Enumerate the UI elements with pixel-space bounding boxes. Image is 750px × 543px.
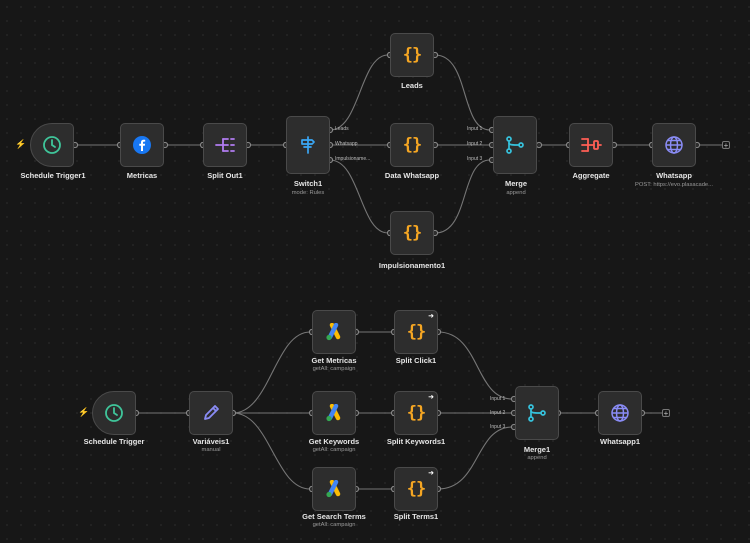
globe-icon (609, 402, 631, 424)
node-get-metricas[interactable] (312, 310, 356, 354)
google-ads-icon (323, 402, 345, 424)
merge-icon (526, 402, 548, 424)
node-schedule-trigger-1[interactable] (30, 123, 74, 167)
globe-icon (663, 134, 685, 156)
merge-input-label: Input 2 (490, 410, 506, 416)
node-split-terms-1[interactable]: ➜ {} (394, 467, 438, 511)
node-subtitle: manual (201, 447, 221, 453)
merge-input-label: Input 3 (467, 156, 483, 162)
clock-icon (41, 134, 63, 156)
node-subtitle: getAll: campaign (312, 522, 356, 528)
node-split-out-1[interactable] (203, 123, 247, 167)
clock-icon (103, 402, 125, 424)
node-subtitle: getAll: campaign (312, 447, 356, 453)
node-label: Impulsionamento1 (378, 261, 446, 270)
merge-input-label: Input 3 (490, 424, 506, 430)
node-label: Merge1 (523, 445, 551, 454)
node-label: Variáveis1 (192, 437, 230, 446)
aggregate-icon (580, 134, 602, 156)
trigger-bolt-icon: ⚡ (15, 139, 27, 149)
node-data-whatsapp[interactable]: {} (390, 123, 434, 167)
node-label: Split Keywords1 (386, 437, 446, 446)
merge-input-label: Input 1 (490, 396, 506, 402)
node-label: Split Out1 (207, 171, 243, 180)
wire-switch-leads (329, 54, 389, 131)
node-subtitle: append (506, 190, 526, 196)
switch-output-label: Whatsapp (335, 141, 358, 147)
node-subtitle: getAll: campaign (312, 366, 356, 372)
wire-splitclick-merge1 (437, 331, 513, 400)
node-label: Switch1 (293, 179, 323, 188)
node-schedule-trigger[interactable] (92, 391, 136, 435)
node-merge-1[interactable] (515, 386, 559, 440)
node-label: Get Keywords (308, 437, 360, 446)
code-braces-icon: {} (402, 223, 422, 243)
node-subtitle: append (527, 455, 547, 461)
node-whatsapp[interactable] (652, 123, 696, 167)
node-get-keywords[interactable] (312, 391, 356, 435)
node-variaveis-1[interactable] (189, 391, 233, 435)
node-subtitle: mode: Rules (291, 190, 325, 196)
split-out-icon (214, 134, 236, 156)
node-label: Schedule Trigger1 (20, 171, 86, 180)
code-braces-icon: {} (402, 135, 422, 155)
manual-arrow-icon: ➜ (428, 313, 434, 320)
trigger-bolt-icon: ⚡ (78, 407, 90, 417)
manual-arrow-icon: ➜ (428, 394, 434, 401)
add-node-button[interactable]: + (662, 409, 670, 418)
node-leads[interactable]: {} (390, 33, 434, 77)
manual-arrow-icon: ➜ (428, 470, 434, 477)
code-braces-icon: {} (402, 45, 422, 65)
switch-output-label: Leads (335, 126, 349, 132)
node-label: Get Search Terms (302, 512, 366, 521)
node-get-search-terms[interactable] (312, 467, 356, 511)
merge-input-label: Input 2 (467, 141, 483, 147)
node-label: Leads (401, 81, 423, 90)
node-label: Split Terms1 (393, 512, 439, 521)
node-metricas[interactable] (120, 123, 164, 167)
switch-output-label: Impulsioname... (335, 156, 371, 162)
code-braces-icon: {} (406, 479, 426, 499)
node-merge[interactable] (493, 116, 537, 174)
node-label: Schedule Trigger (83, 437, 145, 446)
node-aggregate[interactable] (569, 123, 613, 167)
node-label: Data Whatsapp (384, 171, 440, 180)
node-split-keywords-1[interactable]: ➜ {} (394, 391, 438, 435)
node-label: Whatsapp1 (599, 437, 640, 446)
node-subtitle: POST: https://evo.plasacade... (635, 182, 713, 188)
merge-input-label: Input 1 (467, 126, 483, 132)
wire-variaveis-getsearch (232, 412, 311, 490)
node-whatsapp-1[interactable] (598, 391, 642, 435)
node-label: Metricas (126, 171, 158, 180)
node-label: Merge (504, 179, 528, 188)
node-label: Whatsapp (656, 171, 692, 180)
code-braces-icon: {} (406, 403, 426, 423)
node-label: Aggregate (572, 171, 610, 180)
node-impulsionamento-1[interactable]: {} (390, 211, 434, 255)
wire-switch-impulsionamento (329, 159, 389, 234)
wire-impulsionamento-merge (434, 159, 491, 234)
code-braces-icon: {} (406, 322, 426, 342)
node-label: Get Metricas (311, 356, 357, 365)
wire-splitterms-merge1 (437, 426, 513, 490)
wire-leads-merge (434, 54, 491, 131)
add-node-button[interactable]: + (722, 141, 730, 150)
node-switch-1[interactable] (286, 116, 330, 174)
merge-icon (504, 134, 526, 156)
google-ads-icon (323, 478, 345, 500)
pencil-icon (200, 402, 222, 424)
facebook-icon (131, 134, 153, 156)
node-label: Split Click1 (395, 356, 437, 365)
google-ads-icon (323, 321, 345, 343)
wire-variaveis-getmetricas (232, 331, 311, 414)
switch-icon (297, 134, 319, 156)
node-split-click-1[interactable]: ➜ {} (394, 310, 438, 354)
